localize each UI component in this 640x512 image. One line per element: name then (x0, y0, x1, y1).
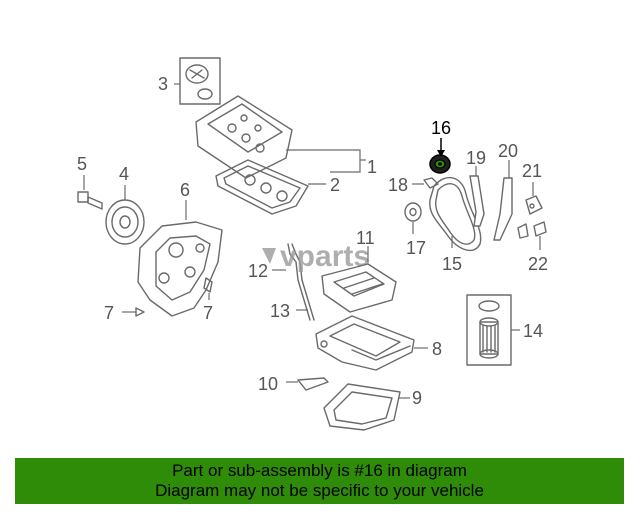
valve-cover-gasket-part[interactable] (215, 159, 326, 215)
callout-1: 1 (367, 157, 377, 177)
tensioner-arm-part[interactable] (493, 160, 513, 241)
seal-right-part[interactable] (203, 277, 213, 300)
dipstick-part[interactable] (272, 243, 315, 321)
chain-guide-part[interactable] (469, 166, 485, 227)
lower-oil-pan-part[interactable] (323, 383, 410, 431)
valve-cover-part[interactable] (195, 95, 366, 179)
sprocket-part[interactable] (404, 202, 422, 234)
callout-9: 9 (412, 388, 422, 408)
timing-chain-part[interactable] (429, 176, 482, 252)
tensioner-bolt-part[interactable] (412, 177, 439, 189)
banner-line-2: Diagram may not be specific to your vehi… (155, 481, 484, 500)
callout-12: 12 (248, 261, 268, 281)
callout-13: 13 (270, 301, 290, 321)
crank-bolt-part[interactable] (77, 175, 103, 210)
upper-oil-pan-part[interactable] (315, 315, 428, 371)
banner-line-1: Part or sub-assembly is #16 in diagram (172, 461, 467, 480)
callout-11: 11 (356, 228, 375, 248)
callout-6: 6 (180, 180, 190, 200)
callout-4: 4 (119, 164, 129, 184)
idler-pulley-part[interactable] (429, 138, 451, 174)
callout-17: 17 (406, 238, 426, 258)
callout-18: 18 (388, 175, 408, 195)
oil-filter-part[interactable] (466, 294, 520, 366)
callout-3: 3 (158, 74, 168, 94)
tensioner-part[interactable] (525, 182, 543, 215)
callout-14: 14 (523, 321, 543, 341)
info-banner: Part or sub-assembly is #16 in diagram D… (15, 458, 624, 504)
callout-22: 22 (528, 254, 548, 274)
pan-gasket-part[interactable] (286, 377, 329, 391)
callout-10: 10 (258, 374, 278, 394)
seal-left-part[interactable] (122, 307, 145, 317)
callout-2: 2 (330, 175, 340, 195)
callout-20: 20 (498, 141, 518, 161)
callout-19: 19 (466, 148, 486, 168)
callout-5: 5 (77, 154, 87, 174)
oil-cap-part[interactable] (174, 57, 221, 105)
callout-7b: 7 (203, 303, 213, 323)
callout-21: 21 (522, 161, 542, 181)
oil-baffle-part[interactable] (321, 246, 397, 313)
callout-15: 15 (442, 254, 462, 274)
crank-pulley-part[interactable] (105, 185, 145, 245)
callout-16: 16 (431, 118, 451, 138)
callout-8: 8 (432, 339, 442, 359)
bracket-part[interactable] (517, 221, 547, 250)
callout-7a: 7 (104, 303, 114, 323)
